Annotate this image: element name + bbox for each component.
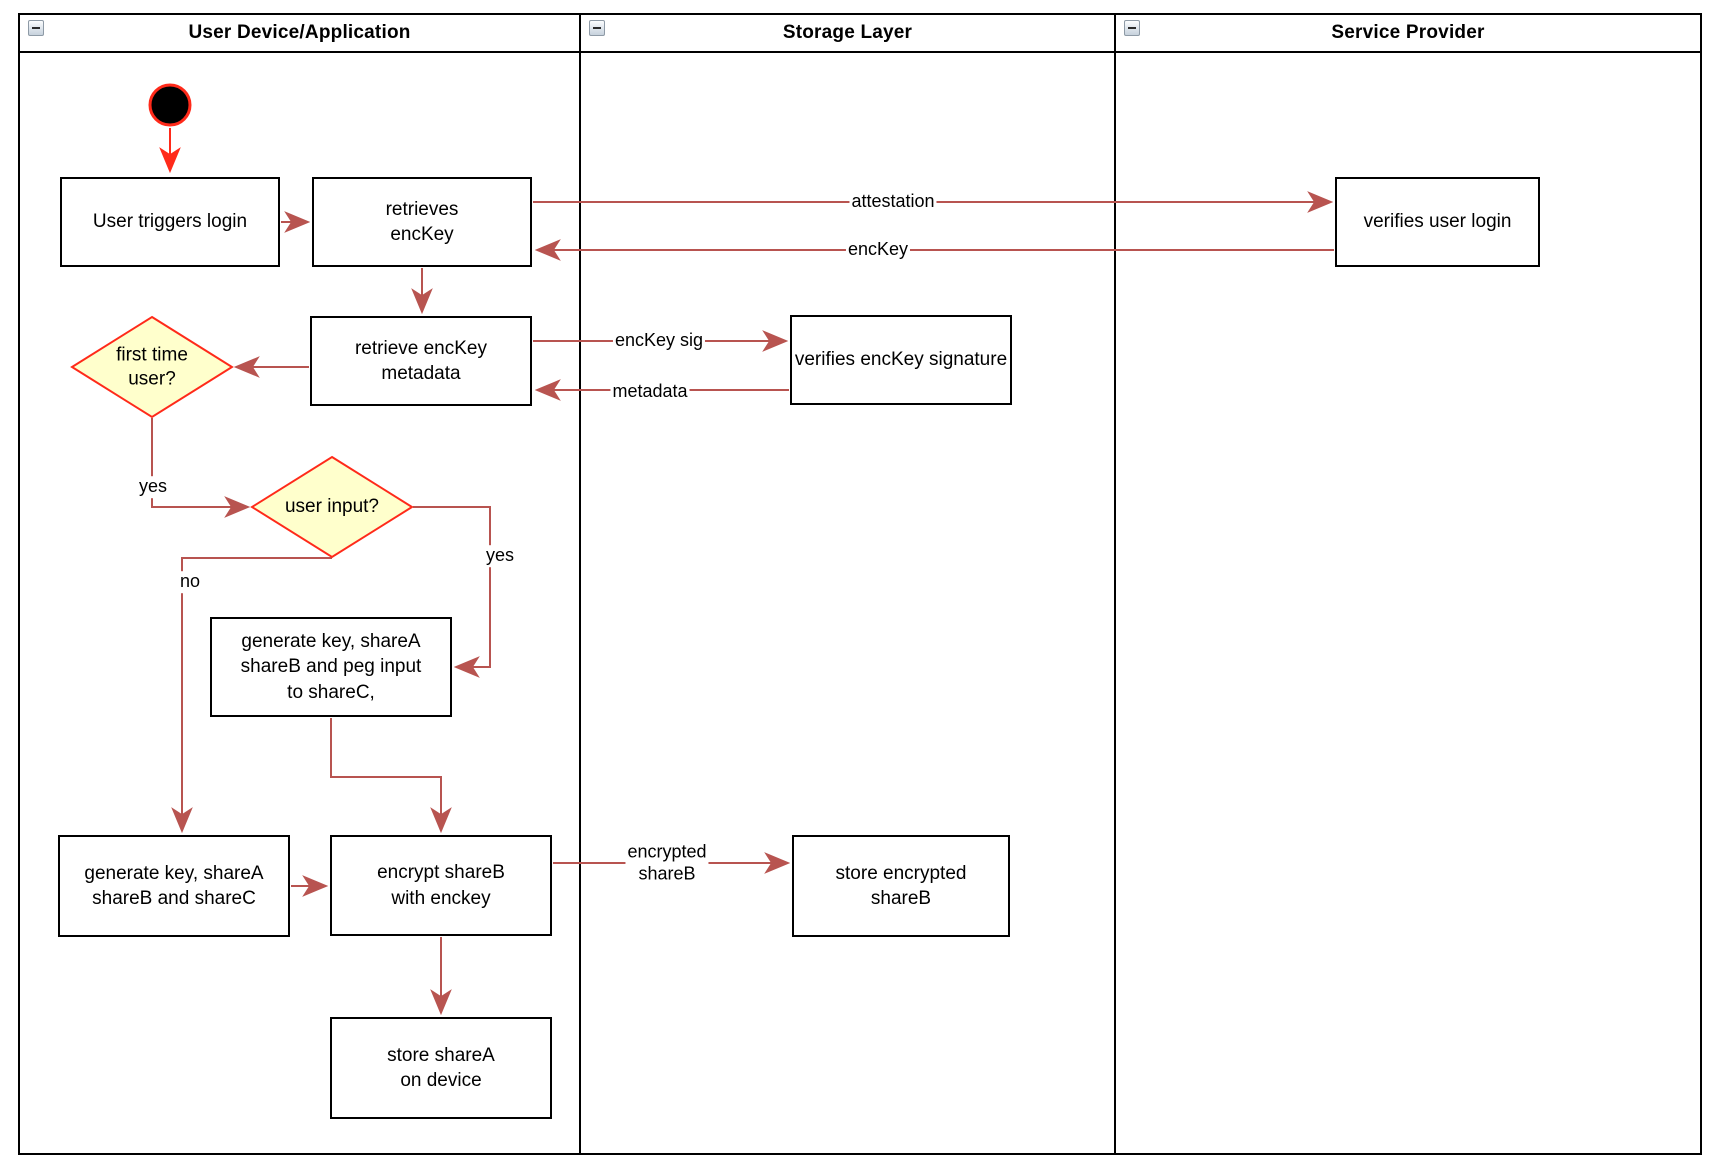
node-label: verifies encKey signature: [794, 349, 1008, 371]
edge-label-yes-first-time: yes: [136, 476, 170, 498]
lane-header-divider: [18, 51, 1702, 53]
collapse-lane-icon[interactable]: [1124, 20, 1140, 36]
node-label: with enckey: [391, 887, 491, 909]
node-store-sharea-on-device[interactable]: store shareA on device: [330, 1017, 552, 1119]
collapse-lane-icon[interactable]: [589, 20, 605, 36]
node-label: store shareA: [387, 1044, 495, 1066]
node-label: encrypt shareB: [377, 862, 505, 884]
node-generate-key-peg-input[interactable]: generate key, shareA shareB and peg inpu…: [210, 617, 452, 717]
node-retrieves-enckey[interactable]: retrieves encKey: [312, 177, 532, 267]
node-label: User triggers login: [92, 211, 248, 233]
decision-first-time-user[interactable]: [70, 315, 234, 419]
edge-peg-to-encrypt[interactable]: [330, 718, 452, 834]
lane-header-user-device[interactable]: User Device/Application: [20, 15, 579, 51]
node-label: retrieves: [385, 198, 459, 220]
node-encrypt-shareb[interactable]: encrypt shareB with enckey: [330, 835, 552, 936]
lane-header-storage-layer[interactable]: Storage Layer: [581, 15, 1114, 51]
lane-separator-2: [1114, 13, 1116, 1155]
lane-header-service-provider[interactable]: Service Provider: [1116, 15, 1700, 51]
edge-label-encrypted-shareb: encrypted shareB: [625, 841, 709, 885]
lane-separator-1: [579, 13, 581, 1155]
collapse-lane-icon[interactable]: [28, 20, 44, 36]
lane-title: Storage Layer: [782, 22, 913, 43]
edge-userinput-no[interactable]: [171, 557, 332, 834]
decision-label-first-time-user: first time user?: [116, 344, 188, 389]
node-retrieve-enckey-metadata[interactable]: retrieve encKey metadata: [310, 316, 532, 406]
edge-label-attestation: attestation: [849, 191, 937, 213]
node-label: generate key, shareA: [241, 631, 421, 653]
lane-title: User Device/Application: [188, 22, 411, 43]
edge-label-enckey-sig: encKey sig: [612, 330, 706, 352]
node-label: on device: [400, 1070, 482, 1091]
minus-icon: [32, 27, 40, 29]
node-generate-key-sharec[interactable]: generate key, shareA shareB and shareC: [58, 835, 290, 937]
edge-label-enckey: encKey: [845, 239, 911, 261]
node-label: encKey: [390, 224, 454, 245]
node-verifies-enckey-signature[interactable]: verifies encKey signature: [790, 315, 1012, 405]
node-user-triggers-login[interactable]: User triggers login: [60, 177, 280, 267]
node-store-encrypted-shareb[interactable]: store encrypted shareB: [792, 835, 1010, 937]
node-label: store encrypted: [835, 862, 967, 884]
node-label: shareB and shareC: [92, 888, 256, 909]
minus-icon: [1128, 27, 1136, 29]
lane-title: Service Provider: [1331, 22, 1485, 43]
node-label: retrieve encKey: [354, 337, 487, 359]
decision-user-input[interactable]: [250, 455, 414, 559]
node-label: generate key, shareA: [84, 862, 264, 884]
decision-label-user-input: user input?: [284, 496, 380, 518]
node-label: metadata: [381, 363, 461, 384]
node-verifies-user-login[interactable]: verifies user login: [1335, 177, 1540, 267]
edge-userinput-yes[interactable]: [413, 506, 491, 678]
edge-label-metadata: metadata: [610, 381, 690, 403]
node-label: verifies user login: [1363, 211, 1512, 233]
node-label: shareB: [870, 888, 932, 909]
start-node[interactable]: [148, 83, 192, 127]
edge-label-yes-user-input: yes: [483, 545, 517, 567]
edge-label-no-user-input: no: [177, 571, 203, 593]
edge-firsttime-yes[interactable]: [151, 418, 251, 518]
swimlane-pool-border: [18, 13, 1702, 1155]
node-label: to shareC,: [287, 681, 375, 703]
minus-icon: [593, 27, 601, 29]
node-label: shareB and peg input: [240, 656, 422, 678]
